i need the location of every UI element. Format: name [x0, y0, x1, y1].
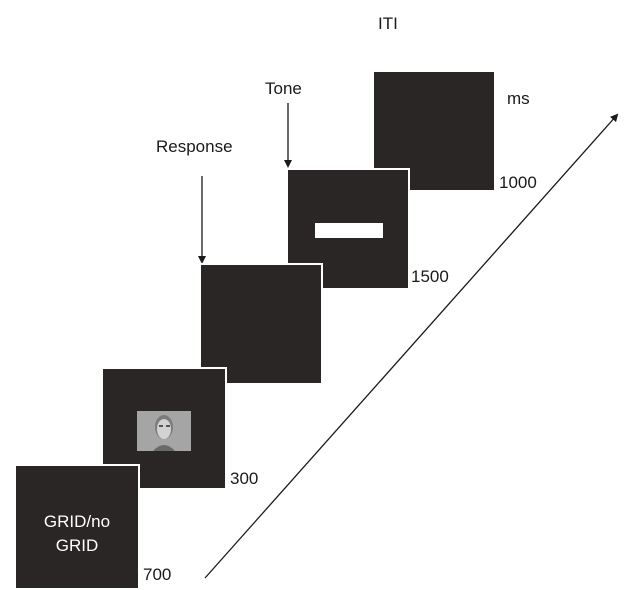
grid-text-line1: GRID/no	[43, 512, 111, 531]
iti-duration: 1000	[499, 173, 537, 192]
face-panel	[101, 367, 227, 490]
face-duration: 300	[230, 469, 259, 488]
grid-duration: 700	[143, 565, 172, 584]
ms-label: ms	[507, 89, 530, 108]
tone-duration: 1500	[411, 267, 449, 286]
white-bar	[315, 223, 383, 238]
response-panel	[199, 263, 323, 385]
face-image-icon	[137, 411, 191, 451]
grid-text-line2: GRID	[55, 536, 99, 555]
face-photo	[137, 411, 191, 451]
time-axis-arrow	[204, 113, 619, 579]
grid-panel: GRID/no GRID	[14, 464, 140, 590]
iti-label: ITI	[378, 14, 398, 33]
tone-label: Tone	[265, 79, 302, 98]
response-label: Response	[156, 137, 233, 156]
tone-panel	[286, 168, 410, 290]
